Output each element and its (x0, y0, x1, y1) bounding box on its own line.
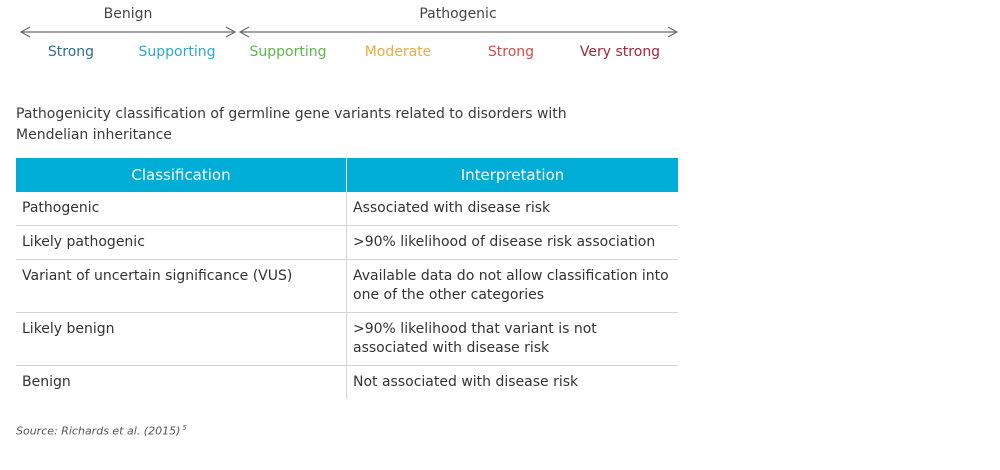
table-header-row: Classification Interpretation (16, 158, 678, 192)
benign-level-strong: Strong (47, 44, 95, 60)
table-caption: Pathogenicity classification of germline… (16, 106, 567, 143)
pathogenic-level-supporting: Supporting (249, 44, 327, 60)
table-row: Benign Not associated with disease risk (16, 365, 678, 399)
benign-arrow-left-head (19, 26, 31, 38)
source-note: Source: Richards et al. (2015)5 (16, 424, 187, 438)
table-row: Pathogenic Associated with disease risk (16, 192, 678, 226)
interpretation-cell: Available data do not allow classificati… (346, 259, 678, 313)
classification-table: Classification Interpretation Pathogenic… (16, 158, 678, 399)
interpretation-cell: Associated with disease risk (346, 192, 678, 226)
table-row: Variant of uncertain significance (VUS) … (16, 259, 678, 313)
classification-cell: Variant of uncertain significance (VUS) (16, 259, 347, 313)
pathogenic-level-strong: Strong (487, 44, 535, 60)
header-interpretation: Interpretation (346, 158, 678, 192)
footnote-reference: 5 (182, 424, 187, 432)
table-row: Likely pathogenic >90% likelihood of dis… (16, 225, 678, 260)
classification-cell: Benign (22, 374, 71, 390)
interpretation-cell: Not associated with disease risk (346, 365, 678, 399)
evidence-scale: Benign Pathogenic Strong Supporting Supp… (0, 0, 700, 80)
interpretation-cell: >90% likelihood of disease risk associat… (346, 225, 678, 260)
benign-heading: Benign (103, 6, 153, 22)
scale-arrows (19, 26, 679, 38)
classification-cell: Likely pathogenic (16, 225, 347, 260)
pathogenic-level-moderate: Moderate (364, 44, 432, 60)
source-text: Source: Richards et al. (2015) (16, 424, 181, 438)
header-classification: Classification (16, 158, 347, 192)
benign-level-supporting: Supporting (138, 44, 216, 60)
pathogenic-arrow-right-head (667, 26, 679, 38)
pathogenic-heading: Pathogenic (419, 6, 497, 22)
classification-cell: Pathogenic (16, 192, 347, 226)
classification-cell: Likely benign (16, 312, 347, 366)
pathogenic-arrow-left-head (238, 26, 250, 38)
interpretation-cell: >90% likelihood that variant is not asso… (346, 312, 678, 366)
benign-arrow-right-head (225, 26, 237, 38)
pathogenic-level-very-strong: Very strong (579, 44, 661, 60)
table-row: Likely benign >90% likelihood that varia… (16, 312, 678, 366)
